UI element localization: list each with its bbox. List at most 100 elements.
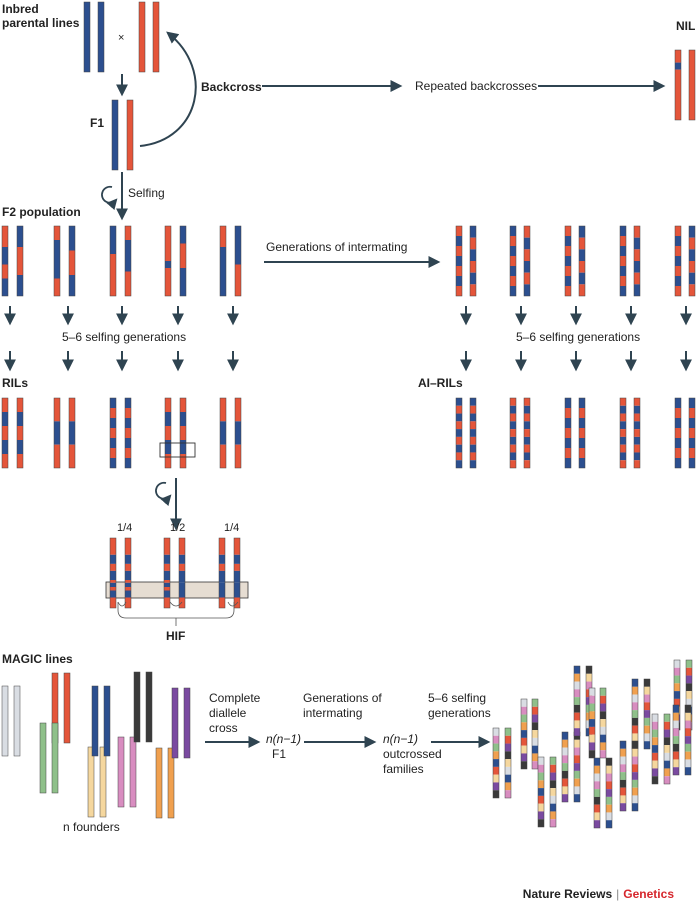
founder-chromosome	[117, 736, 125, 808]
ril-chromosome	[109, 397, 117, 469]
inbred-label-line2: parental lines	[2, 16, 80, 30]
f2-chromosome	[53, 225, 61, 297]
magic-line-chromosome	[651, 713, 659, 785]
ai-ril-chromosome	[633, 397, 641, 469]
arrow-layer	[4, 74, 692, 748]
nil-label: NIL	[676, 19, 695, 33]
ril-chromosome	[219, 397, 227, 469]
founder-chromosome	[99, 746, 107, 818]
selfing-magic-line1: 5–6 selfing	[428, 691, 486, 705]
footer-section: Genetics	[623, 887, 674, 901]
ril-chromosome	[68, 397, 76, 469]
chromosome-layer	[1, 1, 696, 829]
f2-chromosome	[179, 225, 187, 297]
magic-lines-label: MAGIC lines	[2, 652, 73, 666]
inbred-label-line1: Inbred	[2, 2, 39, 16]
selfing-magic-line2: generations	[428, 706, 491, 720]
fraction-right-label: 1/4	[224, 522, 239, 534]
magic-line-chromosome	[672, 704, 680, 776]
parental-red-chromosome	[138, 1, 146, 73]
founder-chromosome	[51, 722, 59, 794]
footer-separator: |	[616, 887, 619, 901]
founder-chromosome	[133, 671, 141, 743]
nn1-f1-line1: n(n−1)	[266, 732, 301, 746]
ai-ril-chromosome	[523, 397, 531, 469]
complete-diallele-line2: diallele	[209, 706, 247, 720]
rils-label: RILs	[2, 376, 28, 390]
nil-chromosome	[688, 49, 696, 121]
ai-ril-chromosome	[564, 397, 572, 469]
f2-chromosome	[164, 225, 172, 297]
ril-chromosome	[179, 397, 187, 469]
founder-chromosome	[13, 685, 21, 757]
magic-line-chromosome	[561, 731, 569, 803]
magic-line-chromosome	[643, 678, 651, 750]
magic-line-chromosome	[492, 727, 500, 799]
selfing-generations-right-label: 5–6 selfing generations	[516, 330, 640, 344]
hif-chromosome	[178, 537, 186, 609]
hif-chromosome	[109, 537, 117, 609]
ril-chromosome	[234, 397, 242, 469]
magic-line-chromosome	[520, 698, 528, 770]
repeated-backcrosses-label: Repeated backcrosses	[415, 79, 537, 93]
f2-chromosome	[1, 225, 9, 297]
ril-chromosome	[164, 397, 172, 469]
magic-line-chromosome	[531, 698, 539, 770]
ai-rils-label: AI–RILs	[418, 376, 463, 390]
ril-chromosome	[16, 397, 24, 469]
gen-intermating-line1: Generations of	[303, 691, 382, 705]
hif-chromosome	[218, 537, 226, 609]
f1-blue-chromosome	[111, 99, 119, 171]
intermated-chromosome	[509, 225, 517, 297]
f1-red-chromosome	[126, 99, 134, 171]
parental-blue-chromosome	[83, 1, 91, 73]
selfing-generations-left-label: 5–6 selfing generations	[62, 330, 186, 344]
founder-chromosome	[103, 685, 111, 757]
hif-chromosome	[233, 537, 241, 609]
magic-line-chromosome	[549, 756, 557, 828]
f2-chromosome	[68, 225, 76, 297]
founder-chromosome	[183, 687, 191, 759]
intermated-chromosome	[578, 225, 586, 297]
hif-label: HIF	[166, 629, 185, 643]
f2-population-label: F2 population	[2, 205, 81, 219]
founder-chromosome	[155, 747, 163, 819]
nn1-f1-line2: F1	[272, 747, 286, 761]
intermated-chromosome	[564, 225, 572, 297]
founder-chromosome	[1, 685, 9, 757]
ai-ril-chromosome	[469, 397, 477, 469]
fraction-mid-label: 1/2	[170, 522, 185, 534]
f1-label: F1	[90, 116, 104, 130]
backcross-curve-arrow	[139, 31, 197, 147]
nn1-outcrossed-line1: n(n−1)	[383, 732, 418, 746]
ril-chromosome	[1, 397, 9, 469]
magic-line-chromosome	[631, 678, 639, 750]
f2-chromosome	[124, 225, 132, 297]
ril-chromosome	[53, 397, 61, 469]
intermated-chromosome	[688, 225, 696, 297]
magic-line-chromosome	[619, 740, 627, 812]
magic-line-chromosome	[573, 731, 581, 803]
magic-line-chromosome	[663, 713, 671, 785]
nn1-outcrossed-line3: families	[383, 762, 424, 776]
complete-diallele-line1: Complete	[209, 691, 261, 705]
founder-chromosome	[145, 671, 153, 743]
footer-journal-name: Nature Reviews	[523, 887, 613, 901]
ai-ril-chromosome	[455, 397, 463, 469]
nn1-outcrossed-line2: outcrossed	[383, 747, 442, 761]
cross-sign: ×	[118, 32, 124, 44]
founder-chromosome	[91, 685, 99, 757]
hif-region-box	[105, 581, 249, 599]
backcross-label: Backcross	[201, 80, 262, 94]
gen-intermating-line2: intermating	[303, 706, 362, 720]
founder-chromosome	[87, 746, 95, 818]
ai-ril-chromosome	[509, 397, 517, 469]
intermated-chromosome	[523, 225, 531, 297]
founder-chromosome	[167, 747, 175, 819]
f2-chromosome	[109, 225, 117, 297]
magic-line-chromosome	[588, 687, 596, 759]
hif-bracket-ticks	[117, 601, 239, 607]
founder-chromosome	[171, 687, 179, 759]
ril-chromosome	[124, 397, 132, 469]
magic-line-chromosome	[593, 757, 601, 829]
